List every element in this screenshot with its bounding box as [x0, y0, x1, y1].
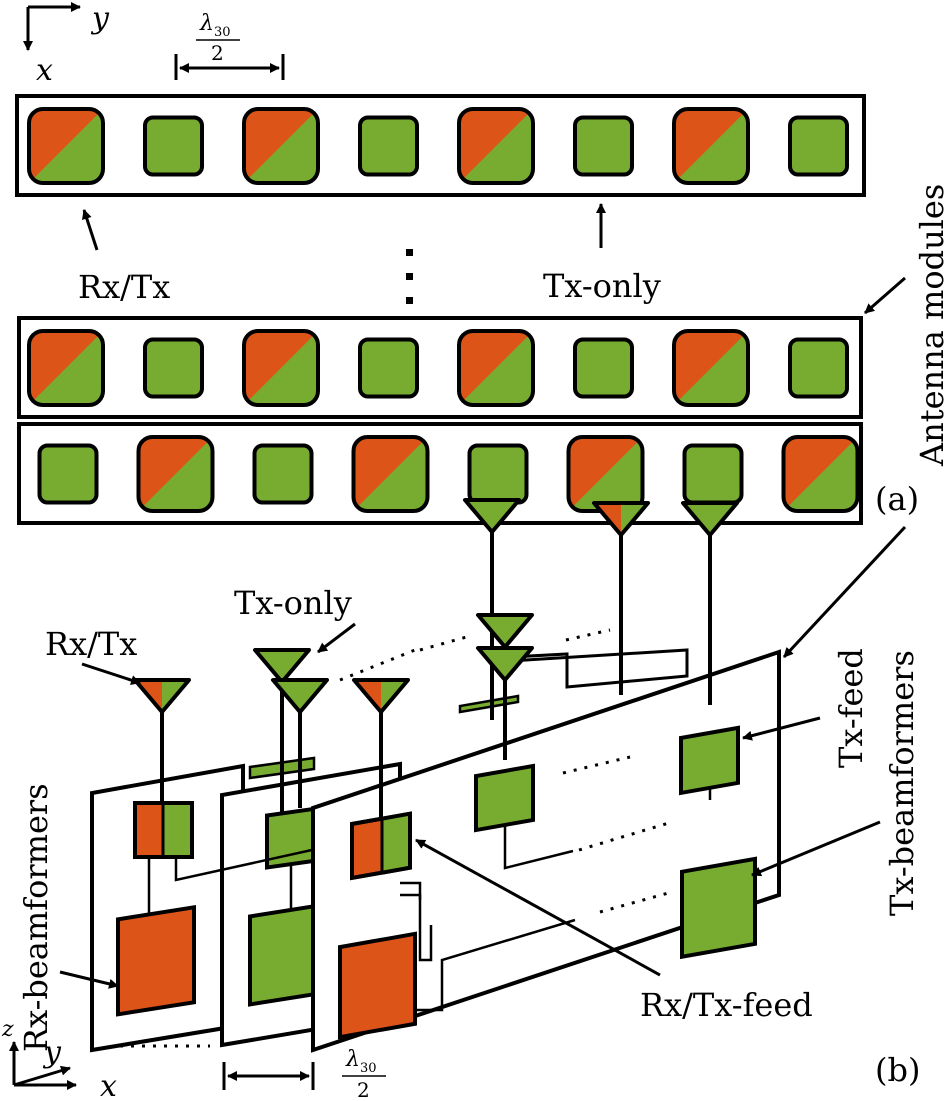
lambda-symbol-a: λ — [199, 11, 214, 36]
front-board — [311, 510, 781, 1053]
antenna-modules-arrow-b — [782, 525, 907, 659]
rx-tx-element — [457, 107, 535, 185]
lambda-denominator-b: 2 — [357, 1078, 370, 1101]
tx-only-antenna — [476, 613, 534, 649]
rx-tx-antenna — [352, 678, 410, 714]
txonly-label-b: Tx-only — [234, 584, 352, 622]
tx-only-element — [788, 115, 849, 177]
panel-label-b: (b) — [875, 1051, 920, 1089]
rxtx-arrow-a — [82, 209, 99, 251]
tx-feed-arrow — [742, 716, 821, 741]
tx-beamformers-arrow — [751, 820, 881, 877]
tx-beamformers-label: Tx-beamformers — [883, 650, 921, 916]
rx-tx-element — [672, 329, 750, 407]
rx-tx-feed-label: Rx/Tx-feed — [640, 986, 813, 1024]
tx-only-antenna — [476, 646, 534, 682]
axis-indicator-a: y x — [23, 1, 110, 88]
tx-only-antenna — [463, 498, 521, 534]
tx-beamformer-front — [680, 856, 757, 960]
rxtx-label-b: Rx/Tx — [45, 625, 137, 663]
rx-tx-element — [672, 107, 750, 185]
rx-tx-antenna — [133, 678, 191, 714]
tx-only-element — [467, 443, 529, 505]
rx-beamformer-2 — [338, 931, 417, 1040]
spacing-dimension-b: λ 30 2 — [222, 1047, 386, 1101]
module-elements-middle — [27, 329, 849, 407]
tx-only-element — [37, 443, 99, 505]
rx-tx-feed-arrow — [415, 838, 661, 977]
rx-tx-element — [351, 435, 430, 513]
vertical-ellipsis-a — [406, 249, 413, 304]
rx-beamformers-arrow — [59, 970, 119, 989]
rx-tx-element — [27, 107, 105, 185]
tx-only-antenna — [271, 678, 329, 714]
dots-b-1 — [339, 648, 416, 682]
rx-tx-element — [566, 435, 645, 513]
tx-only-antenna — [681, 501, 739, 537]
rx-beamformer-1 — [116, 904, 196, 1017]
module-elements-bottom — [37, 435, 860, 513]
tx-only-element — [573, 337, 634, 399]
lambda-subscript-b: 30 — [360, 1061, 377, 1076]
axis-x-label-b: x — [100, 1069, 117, 1101]
rx-beamformers-label: Rx-beamformers — [17, 783, 55, 1052]
antennas-b — [133, 498, 739, 714]
axis-y-label-a: y — [90, 1, 110, 36]
tx-only-element — [358, 115, 419, 177]
tx-only-element — [573, 115, 634, 177]
axis-y-label-b: y — [42, 1035, 62, 1070]
dots-b-3 — [565, 628, 611, 642]
rx-tx-antenna — [592, 501, 650, 537]
tx-feed-front-2 — [679, 725, 740, 796]
axis-x-label-a: x — [36, 53, 53, 88]
spacing-dimension-a: λ 30 2 — [174, 11, 285, 80]
dots-b-2 — [419, 634, 471, 652]
module-elements-top — [27, 107, 849, 185]
antenna-modules-label: Antenna modules — [913, 184, 945, 467]
tx-only-element — [788, 337, 849, 399]
txonly-label-a: Tx-only — [543, 267, 661, 305]
tx-only-element — [143, 115, 204, 177]
rx-tx-element — [242, 107, 320, 185]
tx-only-element — [358, 337, 419, 399]
panel-label-a: (a) — [875, 480, 919, 518]
tx-only-element — [143, 337, 204, 399]
rxtx-arrow-b — [81, 662, 141, 685]
rx-tx-element — [27, 329, 105, 407]
rx-tx-element — [457, 329, 535, 407]
tx-feed-label: Tx-feed — [832, 648, 870, 768]
axis-indicator-b: z y x — [1, 1017, 117, 1101]
rx-tx-element — [136, 435, 215, 513]
tx-only-element — [682, 443, 744, 505]
lambda-denominator-a: 2 — [211, 41, 224, 65]
tx-board-back-green-strip — [458, 694, 520, 714]
rx-board — [90, 710, 245, 1053]
tx-only-antenna — [253, 648, 311, 684]
rx-tx-element — [242, 329, 320, 407]
lambda-subscript-a: 30 — [214, 25, 231, 40]
tx-only-element — [252, 443, 314, 505]
rx-tx-element — [781, 435, 860, 513]
axis-z-label-b: z — [1, 1017, 14, 1042]
lambda-symbol-b: λ — [345, 1047, 360, 1072]
tx-feed-front-1 — [474, 763, 535, 833]
antenna-modules-arrow — [864, 276, 906, 315]
rxtx-label-a: Rx/Tx — [78, 268, 170, 306]
txonly-arrow-b — [317, 622, 356, 654]
